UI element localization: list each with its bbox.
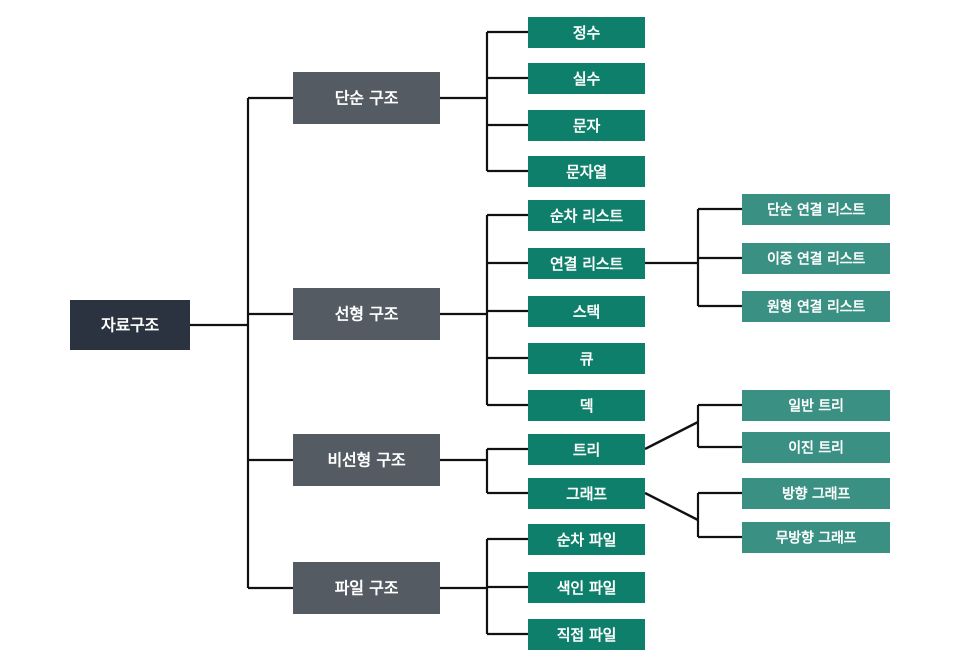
node-singly-box	[742, 194, 890, 225]
node-circular-label: 원형 연결 리스트	[767, 299, 865, 316]
node-트리[interactable]: 트리	[528, 434, 645, 465]
node-seqfile-label: 순차 파일	[557, 531, 616, 549]
node-무방향그래프[interactable]: 무방향 그래프	[742, 522, 890, 553]
node-digraph-label: 방향 그래프	[782, 486, 850, 503]
node-선형구조[interactable]: 선형 구조	[293, 288, 440, 340]
connector-layer	[190, 30, 742, 636]
node-queue-label: 큐	[580, 350, 594, 368]
node-스택[interactable]: 스택	[528, 296, 645, 327]
node-root-자료구조[interactable]: 자료구조	[70, 300, 190, 350]
node-int-label: 정수	[573, 24, 601, 42]
node-stack-label: 스택	[573, 303, 600, 321]
node-파일구조[interactable]: 파일 구조	[293, 562, 440, 614]
node-float-box	[528, 63, 645, 94]
node-덱[interactable]: 덱	[528, 390, 645, 421]
node-bintree-box	[742, 432, 890, 463]
node-simple-label: 단순 구조	[335, 89, 399, 108]
node-singly-label: 단순 연결 리스트	[767, 202, 865, 219]
node-linear-box	[293, 288, 440, 340]
connector-tree-diagonal	[644, 420, 699, 451]
node-root-label: 자료구조	[101, 316, 160, 335]
node-seqlist-label: 순차 리스트	[550, 207, 623, 225]
node-seqlist-box	[528, 200, 645, 231]
node-queue-box	[528, 343, 645, 374]
node-stack-box	[528, 296, 645, 327]
node-seqfile-box	[528, 524, 645, 555]
node-graph-box	[528, 478, 645, 509]
node-string-label: 문자열	[566, 163, 607, 181]
node-int-box	[528, 17, 645, 48]
node-doubly-label: 이중 연결 리스트	[767, 251, 865, 268]
node-doubly-box	[742, 243, 890, 274]
node-float-label: 실수	[573, 70, 601, 88]
node-undigraph-box	[742, 522, 890, 553]
node-직접파일[interactable]: 직접 파일	[528, 619, 645, 650]
node-큐[interactable]: 큐	[528, 343, 645, 374]
node-deque-label: 덱	[580, 397, 594, 415]
node-nonlinear-box	[293, 434, 440, 486]
node-dirfile-box	[528, 619, 645, 650]
node-이진트리[interactable]: 이진 트리	[742, 432, 890, 463]
node-순차리스트[interactable]: 순차 리스트	[528, 200, 645, 231]
node-idxfile-label: 색인 파일	[557, 579, 616, 597]
node-idxfile-box	[528, 572, 645, 603]
node-이중연결리스트[interactable]: 이중 연결 리스트	[742, 243, 890, 274]
node-undigraph-label: 무방향 그래프	[776, 530, 857, 547]
node-linklist-box	[528, 248, 645, 279]
node-연결리스트[interactable]: 연결 리스트	[528, 248, 645, 279]
node-tree-label: 트리	[573, 441, 600, 459]
node-linear-label: 선형 구조	[335, 305, 399, 324]
node-순차파일[interactable]: 순차 파일	[528, 524, 645, 555]
node-graph-label: 그래프	[566, 485, 607, 503]
node-deque-box	[528, 390, 645, 421]
node-원형연결리스트[interactable]: 원형 연결 리스트	[742, 291, 890, 322]
node-string-box	[528, 156, 645, 187]
node-dirfile-label: 직접 파일	[557, 626, 616, 644]
node-방향그래프[interactable]: 방향 그래프	[742, 478, 890, 509]
node-비선형구조[interactable]: 비선형 구조	[293, 434, 440, 486]
node-정수[interactable]: 정수	[528, 17, 645, 48]
node-digraph-box	[742, 478, 890, 509]
node-root-box	[70, 300, 190, 350]
node-그래프[interactable]: 그래프	[528, 478, 645, 509]
node-tree-box	[528, 434, 645, 465]
node-문자열[interactable]: 문자열	[528, 156, 645, 187]
node-nonlinear-label: 비선형 구조	[328, 451, 406, 470]
node-문자[interactable]: 문자	[528, 110, 645, 141]
node-file-label: 파일 구조	[335, 579, 399, 598]
connector-graph-diagonal	[644, 491, 699, 522]
node-단순연결리스트[interactable]: 단순 연결 리스트	[742, 194, 890, 225]
node-circular-box	[742, 291, 890, 322]
node-char-box	[528, 110, 645, 141]
node-file-box	[293, 562, 440, 614]
node-gentree-label: 일반 트리	[788, 398, 843, 415]
node-char-label: 문자	[573, 117, 601, 135]
node-색인파일[interactable]: 색인 파일	[528, 572, 645, 603]
node-실수[interactable]: 실수	[528, 63, 645, 94]
node-simple-box	[293, 72, 440, 124]
node-단순구조[interactable]: 단순 구조	[293, 72, 440, 124]
node-bintree-label: 이진 트리	[788, 440, 843, 457]
node-gentree-box	[742, 390, 890, 421]
node-linklist-label: 연결 리스트	[550, 255, 623, 273]
node-일반트리[interactable]: 일반 트리	[742, 390, 890, 421]
